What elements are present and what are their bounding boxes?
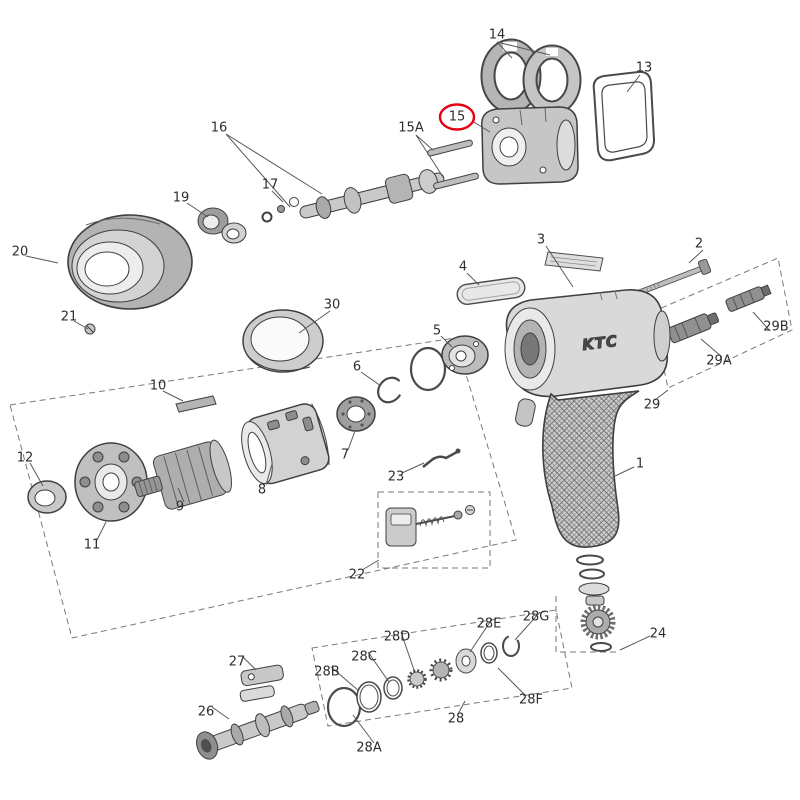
part-label-29[interactable]: 29 (643, 397, 661, 413)
part-label-5[interactable]: 5 (432, 323, 442, 339)
part-24-retainer-stack (576, 554, 616, 652)
part-17-small-parts (261, 197, 299, 223)
part-label-4[interactable]: 4 (458, 259, 468, 275)
brand-logo-text: KTC (581, 332, 619, 354)
part-label-6[interactable]: 6 (352, 359, 362, 375)
part-label-9[interactable]: 9 (175, 499, 185, 515)
part-29b-valve-connector (725, 284, 772, 312)
part-label-21[interactable]: 21 (60, 309, 78, 325)
part-label-8[interactable]: 8 (257, 482, 267, 498)
part-13-gasket (592, 70, 656, 162)
part-label-28a[interactable]: 28A (356, 740, 382, 756)
part-21-plug-screw (84, 323, 96, 335)
part-26-anvil-shaft (196, 700, 320, 760)
part-label-15[interactable]: 15 (448, 109, 466, 125)
highlight-circle-part-15 (438, 103, 476, 131)
part-16-anvil-assembly (299, 169, 445, 219)
part-1-main-body: KTC (504, 289, 671, 548)
part-30-cylinder-sleeve (242, 309, 324, 373)
part-label-11[interactable]: 11 (83, 537, 101, 553)
part-label-16[interactable]: 16 (210, 120, 228, 136)
part-label-7[interactable]: 7 (340, 447, 350, 463)
part-14-hammer-pair (480, 38, 582, 116)
part-label-26[interactable]: 26 (197, 704, 215, 720)
part-label-28b[interactable]: 28B (314, 664, 340, 680)
part-label-13[interactable]: 13 (635, 60, 653, 76)
part-label-2[interactable]: 2 (694, 236, 704, 252)
part-label-15a[interactable]: 15A (398, 120, 424, 136)
part-8-cylinder (241, 403, 330, 485)
part-22-valve-assembly (385, 505, 475, 547)
part-label-28c[interactable]: 28C (351, 649, 377, 665)
part-27-retainer-clip (239, 664, 284, 702)
part-3-name-plate (544, 251, 604, 272)
part-label-28f[interactable]: 28F (518, 692, 544, 708)
part-29a-valve-connector (667, 312, 720, 344)
part-9-rotor (134, 439, 232, 510)
leader-lines (25, 41, 771, 744)
part-15-hammer-case (481, 106, 579, 185)
part-label-29a[interactable]: 29A (706, 353, 732, 369)
part-label-30[interactable]: 30 (323, 297, 341, 313)
part-20-front-housing (67, 214, 193, 310)
part-4-cover-plate (456, 276, 526, 306)
part-label-29b[interactable]: 29B (763, 319, 789, 335)
part-label-10[interactable]: 10 (149, 378, 167, 394)
part-28-exhaust-set (326, 635, 520, 728)
part-label-14[interactable]: 14 (488, 27, 506, 43)
part-label-24[interactable]: 24 (649, 626, 667, 642)
part-label-28e[interactable]: 28E (476, 616, 502, 632)
part-23-spring-clip (422, 448, 461, 468)
part-label-27[interactable]: 27 (228, 654, 246, 670)
part-label-28g[interactable]: 28G (522, 609, 550, 625)
part-label-17[interactable]: 17 (261, 177, 279, 193)
part-2-long-bolt (628, 258, 712, 299)
part-7-bearing (336, 396, 376, 432)
part-label-12[interactable]: 12 (16, 450, 34, 466)
part-label-20[interactable]: 20 (11, 244, 29, 260)
part-11-end-plate (74, 442, 148, 522)
part-label-19[interactable]: 19 (172, 190, 190, 206)
part-label-3[interactable]: 3 (536, 232, 546, 248)
part-label-1[interactable]: 1 (635, 456, 645, 472)
part-6-snap-ring (377, 376, 403, 404)
part-label-28d[interactable]: 28D (383, 629, 411, 645)
part-label-23[interactable]: 23 (387, 469, 405, 485)
part-label-28[interactable]: 28 (447, 711, 465, 727)
part-5-rear-plate (409, 335, 489, 392)
part-19-bushing-rings (197, 207, 247, 244)
part-12-bearing (27, 480, 67, 514)
part-label-22[interactable]: 22 (348, 567, 366, 583)
part-10-rotor-blade (175, 395, 217, 413)
